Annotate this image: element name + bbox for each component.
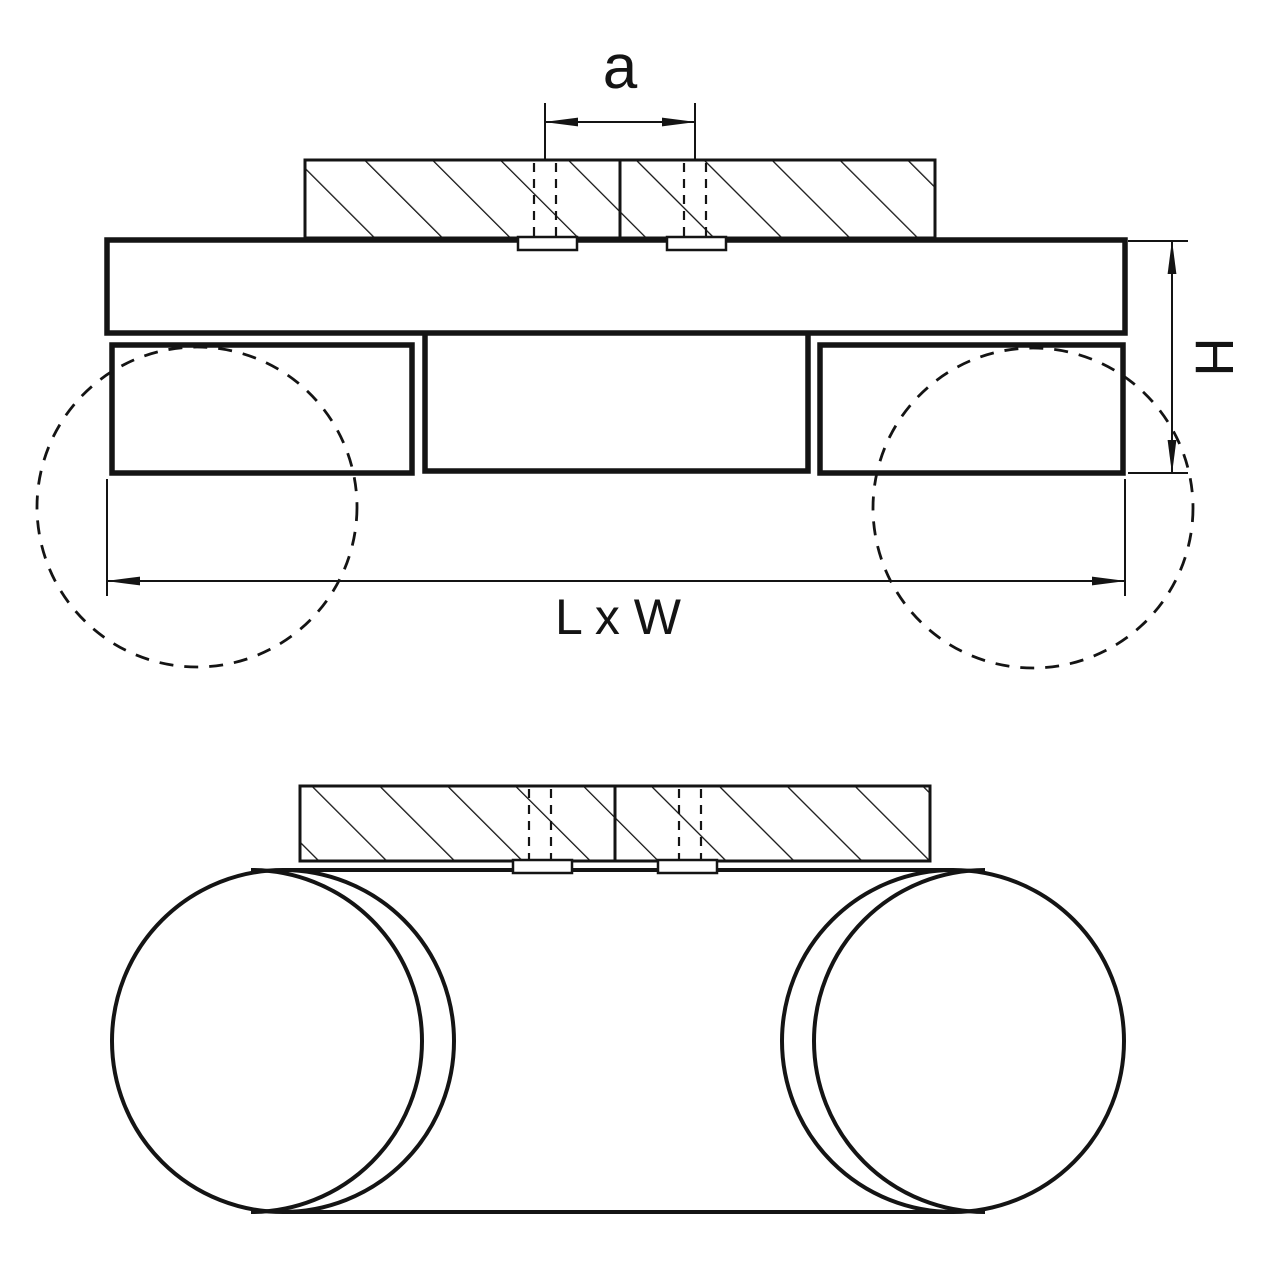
dimension-h: H [1128, 240, 1244, 474]
body-center-channel [422, 333, 811, 474]
body-inner-arc-right [812, 868, 986, 1214]
body-right-box [817, 342, 1126, 476]
mounting-hole-left [527, 789, 553, 859]
ceiling-mount-block-left [298, 784, 617, 863]
mounting-hole-left [532, 163, 558, 236]
dimension-label-a: a [603, 33, 638, 102]
ceiling-mount-block-right [613, 784, 932, 863]
mount-clip-right [656, 858, 719, 875]
mount-clip-right [665, 235, 728, 252]
mounting-hole-right [677, 789, 703, 859]
dimension-a: a [544, 33, 696, 160]
ceiling-mount-block-left [303, 158, 622, 240]
mount-clip-left [516, 235, 579, 252]
dimension-lxw: L x W [106, 479, 1126, 645]
phantom-tube-circle-right [871, 346, 1195, 670]
body-inner-arc-left [250, 868, 424, 1214]
body-end-circle-left [110, 868, 456, 1214]
dimension-label-h: H [1184, 338, 1244, 377]
mount-clip-left [511, 858, 574, 875]
mounting-hole-right [682, 163, 708, 236]
body-end-circle-right [780, 868, 1126, 1214]
ceiling-mount-block-right [618, 158, 937, 240]
dimension-label-lxw: L x W [555, 589, 682, 645]
phantom-tube-circle-left [35, 345, 359, 669]
body-outline [110, 868, 1126, 1214]
body-left-box [109, 342, 415, 476]
body-top-slab [104, 237, 1128, 336]
side-view [110, 784, 1126, 1214]
cross-section-view: a H L x W [35, 33, 1244, 670]
